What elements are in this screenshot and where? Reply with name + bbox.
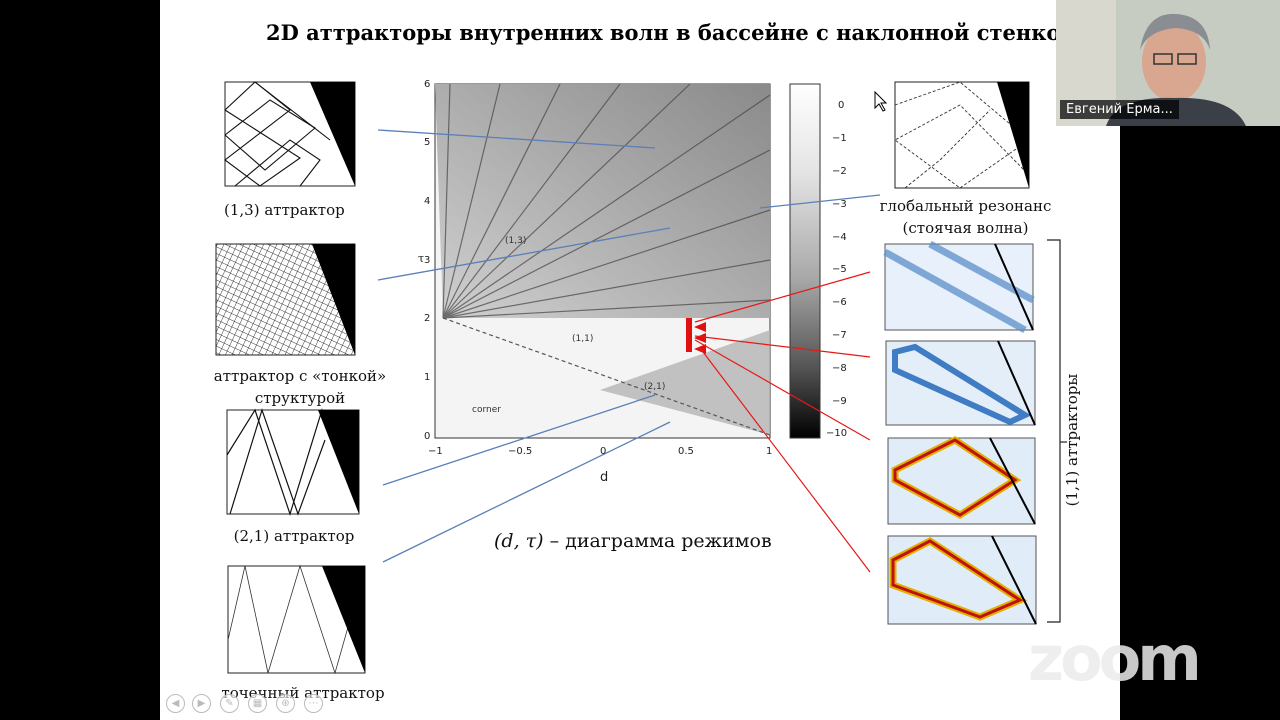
y-tick: 6 <box>424 79 431 90</box>
thumb-11-attractor-3 <box>887 435 1036 525</box>
thumb-11-attractor-4 <box>887 535 1037 625</box>
participant-name: Евгений Ерма... <box>1060 100 1179 119</box>
colorbar-tick: −3 <box>832 199 847 210</box>
x-tick: 0 <box>600 446 607 457</box>
cursor-icon <box>874 90 888 112</box>
colorbar-tick: −7 <box>832 330 847 341</box>
label-global-resonance-2: (стоячая волна) <box>902 219 1029 237</box>
colorbar-tick: 0 <box>838 100 845 111</box>
colorbar-tick: −1 <box>832 133 847 144</box>
diagram-caption: (d, τ) – диаграмма режимов <box>494 532 772 551</box>
thumb-fine-structure <box>215 243 356 356</box>
x-tick: 1 <box>766 446 773 457</box>
thumb-21-attractor <box>226 408 360 516</box>
label-point-attractor: точечный аттрактор <box>221 684 385 702</box>
colorbar-tick: −4 <box>832 232 847 243</box>
slide-title: 2D аттракторы внутренних волн в бассейне… <box>266 20 1077 45</box>
slides-grid-icon[interactable]: ▦ <box>248 694 267 713</box>
thumb-point-attractor <box>227 564 366 675</box>
more-options-icon[interactable]: ⋯ <box>304 694 323 713</box>
region-label: (2,1) <box>644 382 666 392</box>
region-label: (1,3) <box>505 236 527 246</box>
label-fine-structure-1: аттрактор с «тонкой» <box>213 367 387 385</box>
zoom-logo: zoom <box>1028 622 1202 695</box>
label-11-attractors: (1,1) аттракторы <box>1063 373 1081 507</box>
caption-text: – диаграмма режимов <box>543 530 772 552</box>
label-fine-structure-2: структурой <box>254 389 346 407</box>
pen-icon[interactable]: ✎ <box>220 694 239 713</box>
x-tick: −1 <box>428 446 443 457</box>
caption-variables: (d, τ) <box>494 530 544 552</box>
y-tick: 2 <box>424 313 431 324</box>
region-label: corner <box>472 405 501 415</box>
prev-slide-icon[interactable]: ◀ <box>166 694 185 713</box>
label-21-attractor: (2,1) аттрактор <box>233 527 355 545</box>
y-tick: 4 <box>424 196 431 207</box>
red-arrows <box>694 271 871 573</box>
y-tick: 0 <box>424 431 431 442</box>
colorbar-tick: −9 <box>832 396 847 407</box>
thumb-global-resonance <box>894 81 1030 189</box>
x-tick: 0.5 <box>678 446 694 457</box>
colorbar-tick: −2 <box>832 166 847 177</box>
group-bracket <box>1047 239 1061 623</box>
y-tick: 5 <box>424 137 431 148</box>
x-axis-label: d <box>600 470 609 485</box>
next-slide-icon[interactable]: ▶ <box>192 694 211 713</box>
zoom-in-icon[interactable]: ⊕ <box>276 694 295 713</box>
y-tick: 1 <box>424 372 431 383</box>
colorbar-tick: −10 <box>826 428 848 439</box>
colorbar-tick: −6 <box>832 297 847 308</box>
label-global-resonance-1: глобальный резонанс <box>879 197 1052 215</box>
regime-diagram <box>434 83 771 439</box>
colorbar-tick: −8 <box>832 363 847 374</box>
thumb-11-attractor-1 <box>883 240 1035 334</box>
thumb-13-attractor <box>224 81 356 187</box>
region-label: (1,1) <box>572 334 594 344</box>
label-13-attractor: (1,3) аттрактор <box>224 201 345 219</box>
participant-video-tile[interactable]: Евгений Ерма... <box>1056 0 1280 126</box>
y-tick: 3 <box>424 255 431 266</box>
colorbar-tick: −5 <box>832 264 847 275</box>
blue-arrows <box>377 129 881 563</box>
thumb-11-attractor-2 <box>885 340 1036 426</box>
colorbar <box>789 83 821 439</box>
y-axis-label: τ <box>418 252 425 265</box>
x-tick: −0.5 <box>508 446 533 457</box>
